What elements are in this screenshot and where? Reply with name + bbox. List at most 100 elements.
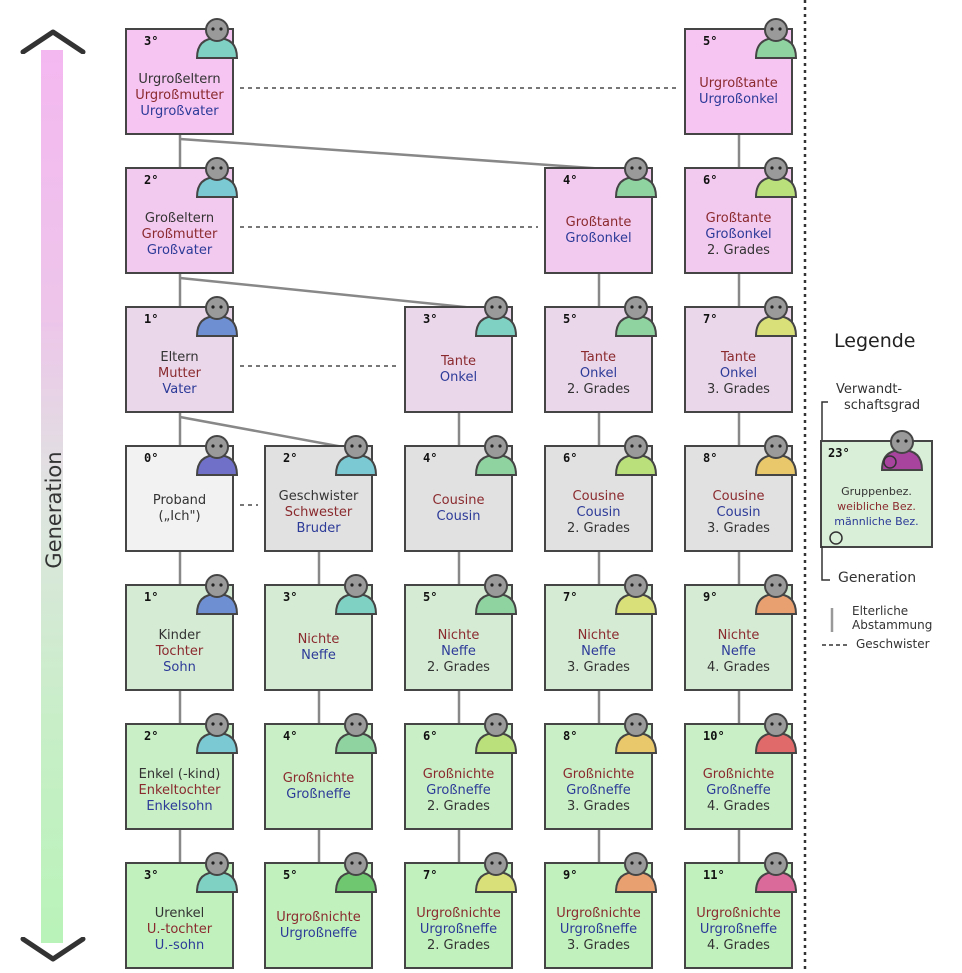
person-icon xyxy=(754,435,798,476)
degree-badge: 8° xyxy=(563,729,578,743)
person-icon xyxy=(474,296,518,337)
male-label: Urgroßneffe xyxy=(279,926,358,941)
person-icon xyxy=(754,852,798,893)
degree-badge: 3° xyxy=(283,590,298,604)
male-label: Großonkel xyxy=(565,231,632,246)
person-icon xyxy=(614,713,658,754)
degree-badge: 9° xyxy=(703,590,718,604)
degree-badge: 0° xyxy=(144,451,159,465)
arrow-down-icon xyxy=(20,937,86,962)
legend-generation-label: Generation xyxy=(838,570,917,586)
group-label: Geschwister xyxy=(278,489,359,504)
legend-sample-female: weibliche Bez. xyxy=(837,500,916,513)
arrow-up-icon xyxy=(20,29,86,54)
person-icon xyxy=(754,296,798,337)
card-labels: Proband(„Ich") xyxy=(127,493,232,525)
person-icon xyxy=(614,296,658,337)
person-icon xyxy=(754,18,798,59)
degree-badge: 11° xyxy=(703,868,725,882)
legend-sample-card: 23° Gruppenbez. weibliche Bez. männliche… xyxy=(820,430,933,548)
female-label: Urgroßnichte xyxy=(696,906,781,921)
person-icon xyxy=(334,435,378,476)
degree-badge: 3° xyxy=(144,34,159,48)
degree-label: 3. Grades xyxy=(567,799,630,814)
legend-degree-label-line-1: Verwandt- xyxy=(836,382,903,397)
female-label: Urgroßtante xyxy=(699,76,778,91)
degree-label: 2. Grades xyxy=(567,521,630,536)
female-label: Großnichte xyxy=(562,767,635,782)
female-label: Tante xyxy=(580,350,617,365)
degree-badge: 3° xyxy=(423,312,438,326)
person-icon xyxy=(614,574,658,615)
female-label: Urgroßnichte xyxy=(556,906,641,921)
person-icon xyxy=(474,574,518,615)
male-label: Großneffe xyxy=(706,783,771,798)
person-icon xyxy=(474,435,518,476)
female-label: Urgroßmutter xyxy=(135,88,224,103)
parent-line xyxy=(179,137,635,173)
degree-badge: 2° xyxy=(144,173,159,187)
degree-badge: 8° xyxy=(703,451,718,465)
group-label: Urgroßeltern xyxy=(138,72,221,87)
legend-siblings-label: Geschwister xyxy=(856,637,930,651)
degree-badge: 4° xyxy=(563,173,578,187)
group-label: Urenkel xyxy=(154,906,205,921)
parent-line xyxy=(179,415,355,451)
group-label: Enkel (-kind) xyxy=(138,767,221,782)
degree-badge: 4° xyxy=(423,451,438,465)
female-label: Enkeltochter xyxy=(138,783,221,798)
generation-gradient-bar xyxy=(41,50,63,943)
person-icon xyxy=(334,713,378,754)
card-proband: 0° Proband(„Ich") xyxy=(125,435,239,552)
degree-badge: 7° xyxy=(703,312,718,326)
male-label: Urgroßneffe xyxy=(559,922,638,937)
female-label: Urgroßnichte xyxy=(276,910,361,925)
female-label: Nichte xyxy=(577,628,620,643)
person-icon xyxy=(474,713,518,754)
degree-label: 2. Grades xyxy=(427,938,490,953)
female-label: Urgroßnichte xyxy=(416,906,501,921)
male-label: Cousin xyxy=(716,505,761,520)
person-icon xyxy=(334,852,378,893)
degree-badge: 7° xyxy=(563,590,578,604)
degree-badge: 6° xyxy=(423,729,438,743)
legend-parent-label: Elterliche Abstammung xyxy=(852,604,932,632)
degree-badge: 4° xyxy=(283,729,298,743)
female-label: Tante xyxy=(720,350,757,365)
male-label: Onkel xyxy=(719,366,758,381)
person-icon xyxy=(474,852,518,893)
legend-separator xyxy=(803,0,807,973)
person-icon xyxy=(614,157,658,198)
legend-parent-label-line-1: Elterliche xyxy=(852,604,909,618)
degree-badge: 5° xyxy=(283,868,298,882)
degree-label: 4. Grades xyxy=(707,799,770,814)
